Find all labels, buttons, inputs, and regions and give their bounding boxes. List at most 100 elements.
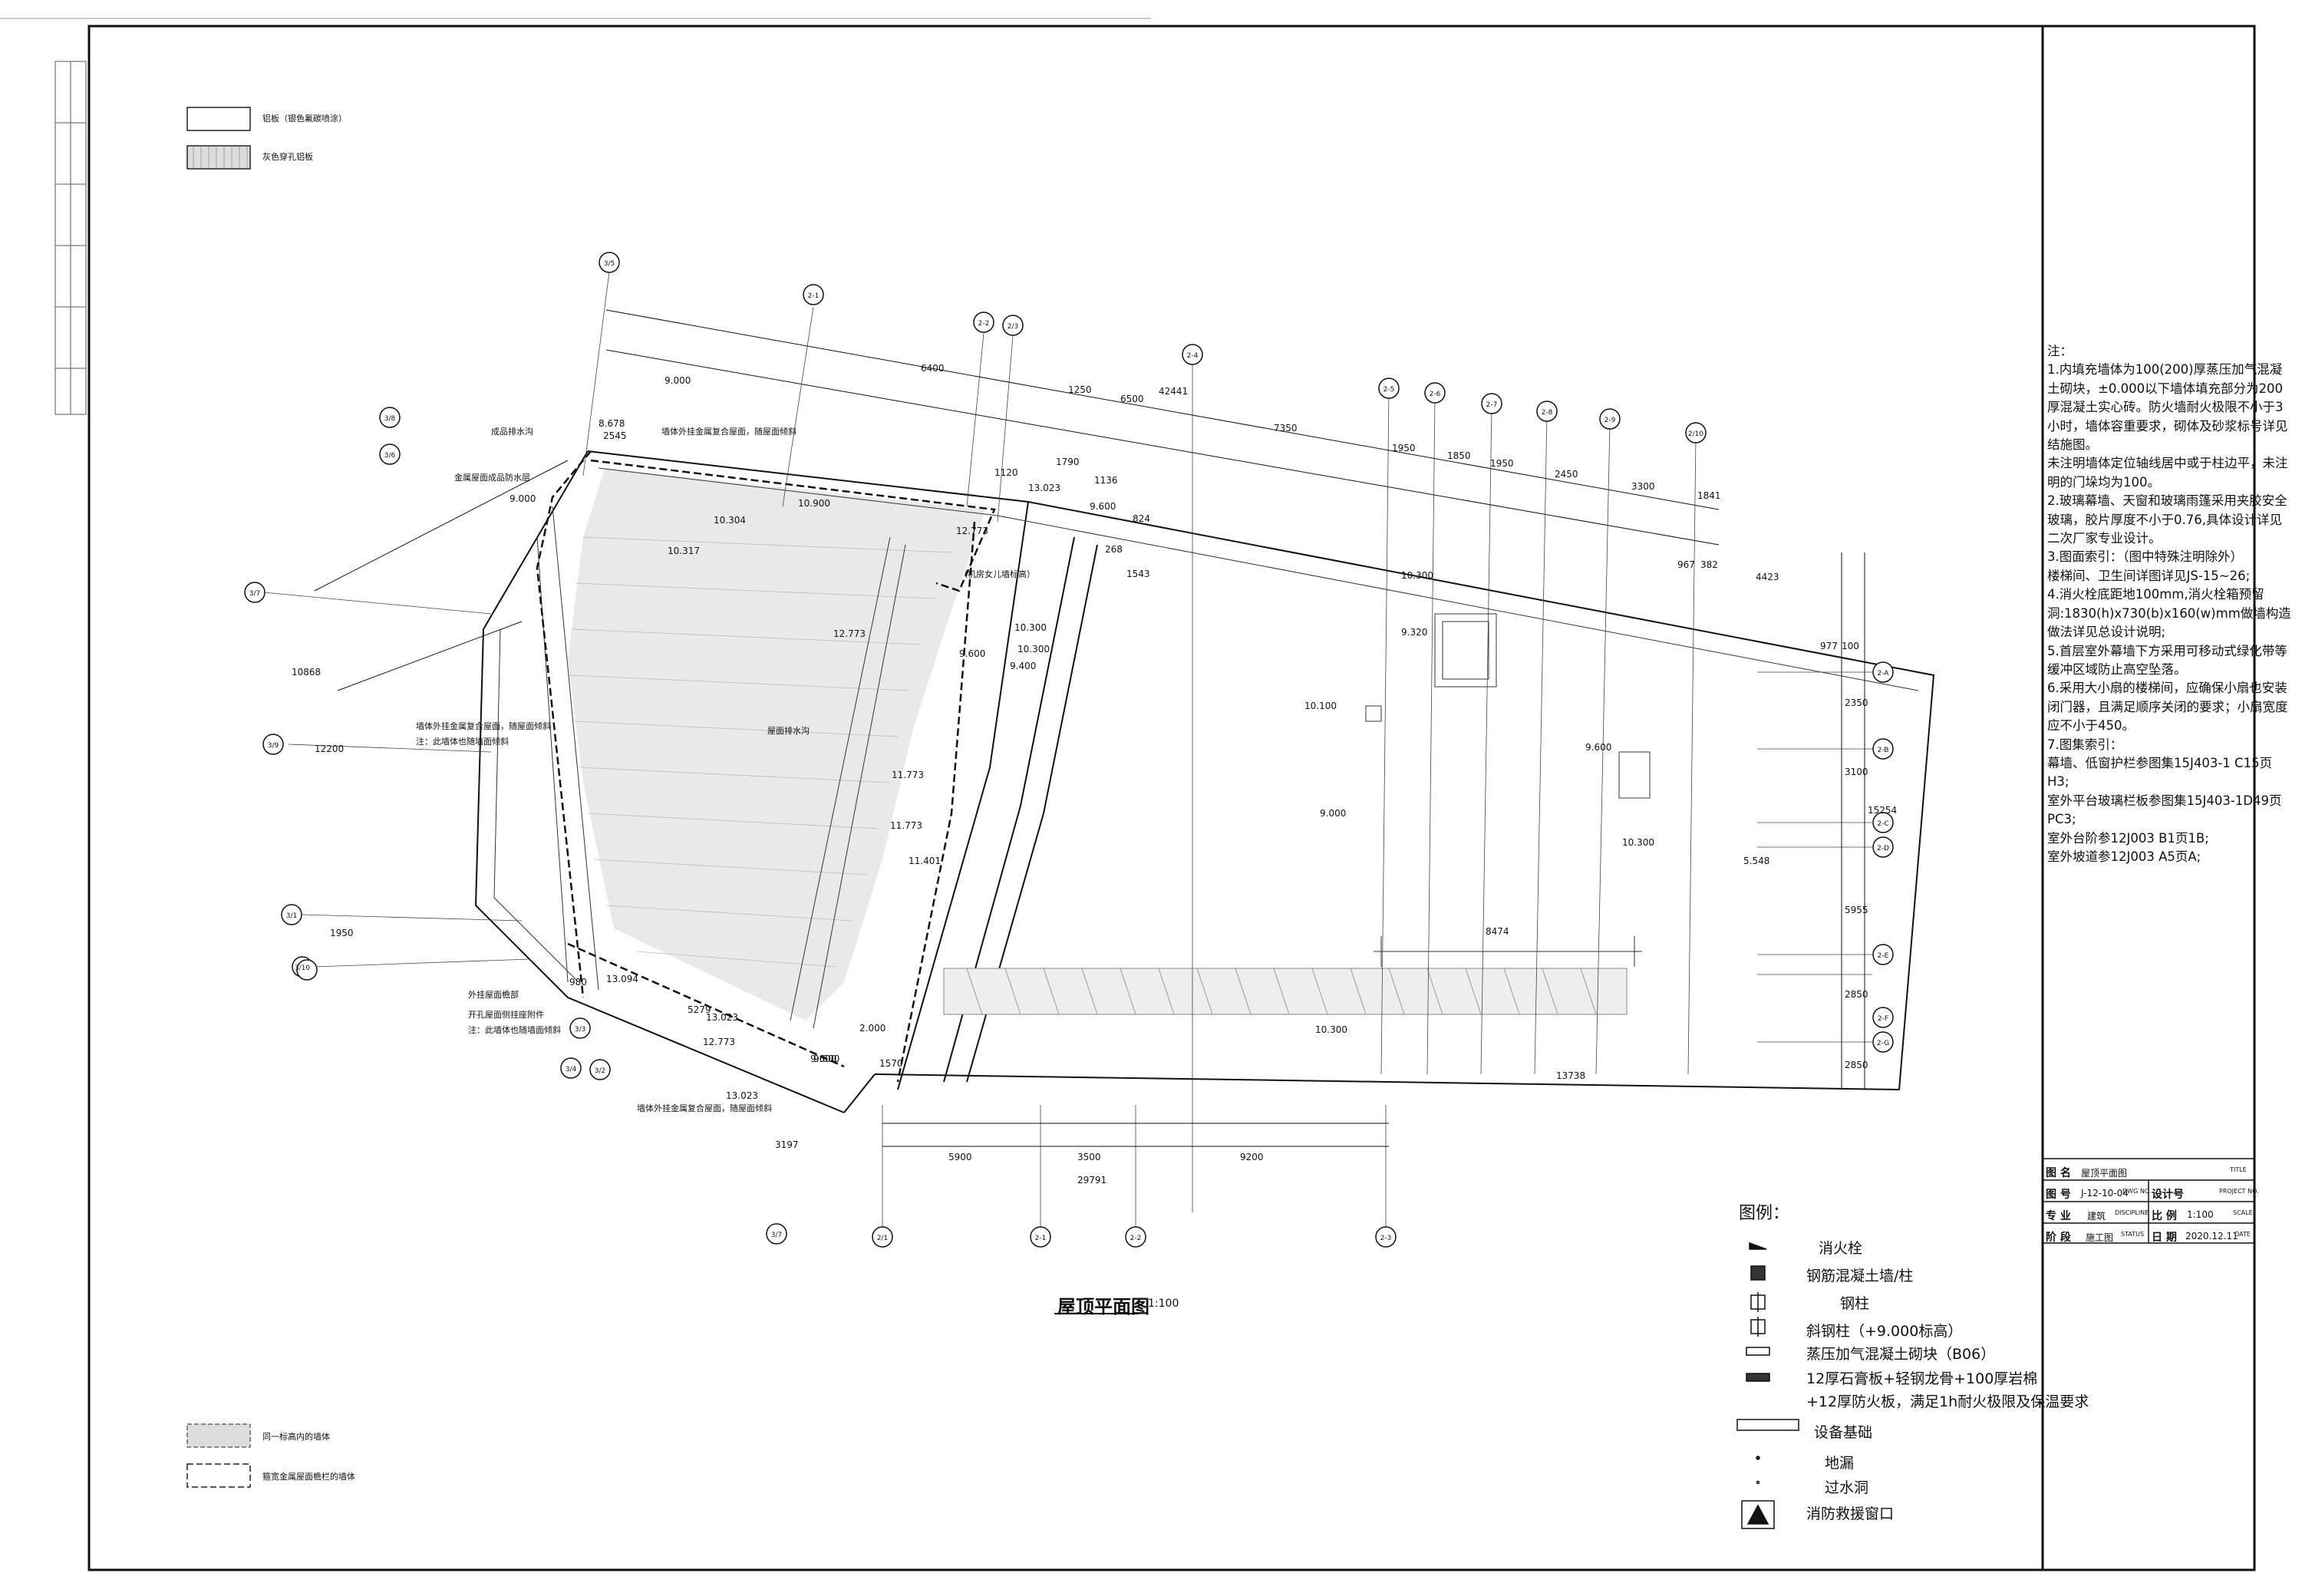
dim-text: 13.023 <box>1028 483 1060 493</box>
axis-label: 3/3 <box>575 1026 585 1034</box>
dim-text: 2.000 <box>859 1023 886 1034</box>
dim-text: 13.094 <box>606 974 638 984</box>
dim-text: 8474 <box>1486 926 1509 937</box>
legend-rc-wall: 钢筋混凝土墙/柱 <box>1806 1268 1914 1284</box>
dim-text: 3197 <box>775 1139 799 1150</box>
dim-text: 6500 <box>1120 394 1144 404</box>
dim-text: 15254 <box>1868 805 1897 816</box>
tb-number-label: 图 号 <box>2046 1189 2071 1201</box>
axis-label: 2-C <box>1877 820 1888 828</box>
axis-label: 3/5 <box>604 260 615 268</box>
tb-scale-label: 比 例 <box>2152 1210 2177 1222</box>
elevation-label: 10.300 <box>1014 622 1047 633</box>
elevation-label: 9.600 <box>959 648 985 659</box>
dim-text: 12200 <box>315 744 344 754</box>
dim-text: 1543 <box>1126 569 1150 579</box>
elevation-label: 9.600 <box>1585 742 1611 753</box>
elevation-label: 11.773 <box>890 820 922 831</box>
elevation-label: 10.300 <box>1017 644 1050 655</box>
dim-text: 2350 <box>1845 697 1868 708</box>
aluminum-panel-label: 铝板（银色氟碳喷涂） <box>262 114 347 124</box>
dim-text: 9200 <box>1240 1152 1264 1162</box>
elevation-label: 10.100 <box>1304 701 1337 711</box>
annotation: 成品排水沟 <box>491 426 533 437</box>
tb-name-value: 屋顶平面图 <box>2081 1168 2128 1179</box>
dim-text: 9.600 <box>1090 501 1116 512</box>
tb-stage-label: 阶 段 <box>2046 1232 2071 1244</box>
tb-number-value: J-12-10-04 <box>2081 1188 2129 1199</box>
dim-text: 2850 <box>1845 989 1868 1000</box>
tb-discipline-value: 建筑 <box>2087 1211 2106 1222</box>
legend-symbols <box>1736 1242 1799 1529</box>
axis-label: 2-F <box>1878 1015 1888 1023</box>
axis-bubbles <box>244 252 1894 1248</box>
tb-scale-value: 1:100 <box>2187 1209 2214 1220</box>
tb-date-label: 日 期 <box>2152 1232 2177 1244</box>
legend-sloped-column: 斜钢柱（+9.000标高） <box>1806 1323 1963 1340</box>
axis-label: 2-E <box>1878 952 1889 960</box>
note-line: 注： <box>2047 344 2073 358</box>
dim-text: 2450 <box>1555 469 1578 480</box>
note-line: 室外平台玻璃栏板参图集15J403-1D49页PC3; <box>2047 793 2282 827</box>
elevation-label: 10.900 <box>798 498 830 509</box>
dim-text: 1136 <box>1094 475 1118 486</box>
axis-label: 2-A <box>1878 670 1890 678</box>
metal-roof-wall-label: 箍宽金属屋面檐栏的墙体 <box>262 1472 355 1482</box>
axis-label: 2-4 <box>1187 352 1199 360</box>
axis-label: 2/3 <box>1008 323 1018 331</box>
axis-label: 3/4 <box>566 1066 577 1073</box>
elevation-label: 12.773 <box>703 1037 735 1047</box>
axis-label: 3/2 <box>595 1067 605 1075</box>
same-level-wall-swatch <box>186 1423 251 1448</box>
dim-text: 4423 <box>1756 572 1779 582</box>
dimension-lines <box>314 309 1865 1147</box>
axis-label: 3/6 <box>384 452 396 460</box>
dim-text: 13.023 <box>726 1090 758 1101</box>
axis-label: 2-B <box>1878 747 1889 754</box>
axis-label: 2-5 <box>1384 386 1395 394</box>
building-inner-lines <box>493 467 1919 1029</box>
dim-text: 1790 <box>1056 457 1080 467</box>
dim-text: 3300 <box>1631 481 1655 492</box>
same-level-wall-label: 同一标高内的墙体 <box>262 1432 330 1442</box>
note-line: 5.首层室外幕墙下方采用可移动式绿化带等缓冲区域防止高空坠落。 <box>2047 643 2287 677</box>
perforated-panel-swatch <box>186 145 251 170</box>
annotation: 注：此墙体也随墙面倾斜 <box>468 1024 561 1035</box>
axis-label: 3/7 <box>771 1232 782 1239</box>
axis-label: 2/10 <box>1688 430 1703 438</box>
legend-steel-column: 钢柱 <box>1840 1295 1870 1312</box>
note-line: 4.消火栓底距地100mm,消火栓箱预留洞:1830(h)x730(b)x160… <box>2047 587 2291 640</box>
annotation: 墙体外挂金属复合屋面，随屋面倾斜 <box>416 721 551 731</box>
perforated-roof-area <box>568 468 985 1021</box>
axis-label: 3/8 <box>384 415 396 423</box>
dim-text: 382 <box>1700 559 1718 570</box>
note-line: 1.内填充墙体为100(200)厚蒸压加气混凝土砌块，±0.000以下墙体填充部… <box>2047 362 2288 453</box>
dim-text: 268 <box>1105 544 1123 555</box>
legend-water-hole: 过水洞 <box>1825 1479 1869 1496</box>
dim-text: 2545 <box>603 430 627 441</box>
perforated-panel-label: 灰色穿孔铝板 <box>262 152 313 162</box>
elevation-label: 10.304 <box>714 515 746 526</box>
elevation-label: 9.000 <box>1320 808 1346 819</box>
dim-text: 1250 <box>1068 384 1092 395</box>
dim-text: 980 <box>569 977 587 988</box>
sheet-outer-border <box>87 25 2256 1571</box>
elevation-label: 11.773 <box>892 770 924 780</box>
annotation: 墙体外挂金属复合屋面，随屋面倾斜 <box>637 1103 772 1113</box>
note-line: 7.图集索引： <box>2047 737 2123 752</box>
dim-text: 1120 <box>994 467 1018 478</box>
axis-label: 3/9 <box>268 742 279 750</box>
axis-label: 2-G <box>1877 1040 1889 1047</box>
elevation-label: 10.317 <box>668 546 700 556</box>
legend-title: 图例： <box>1739 1204 1790 1223</box>
tb-number-en: DWG NO. <box>2122 1188 2152 1195</box>
dim-text: 3100 <box>1845 767 1868 777</box>
elevation-label: 12.773 <box>956 526 988 536</box>
dim-text: 42441 <box>1159 386 1188 397</box>
dim-text: 5900 <box>948 1152 972 1162</box>
legend-equipment-base: 设备基础 <box>1814 1424 1873 1441</box>
dim-text: 7350 <box>1274 423 1298 434</box>
dim-text: 5279 <box>688 1004 711 1015</box>
dim-text: 824 <box>1133 513 1150 524</box>
annotation: 外挂屋面檐部 <box>468 989 519 1000</box>
